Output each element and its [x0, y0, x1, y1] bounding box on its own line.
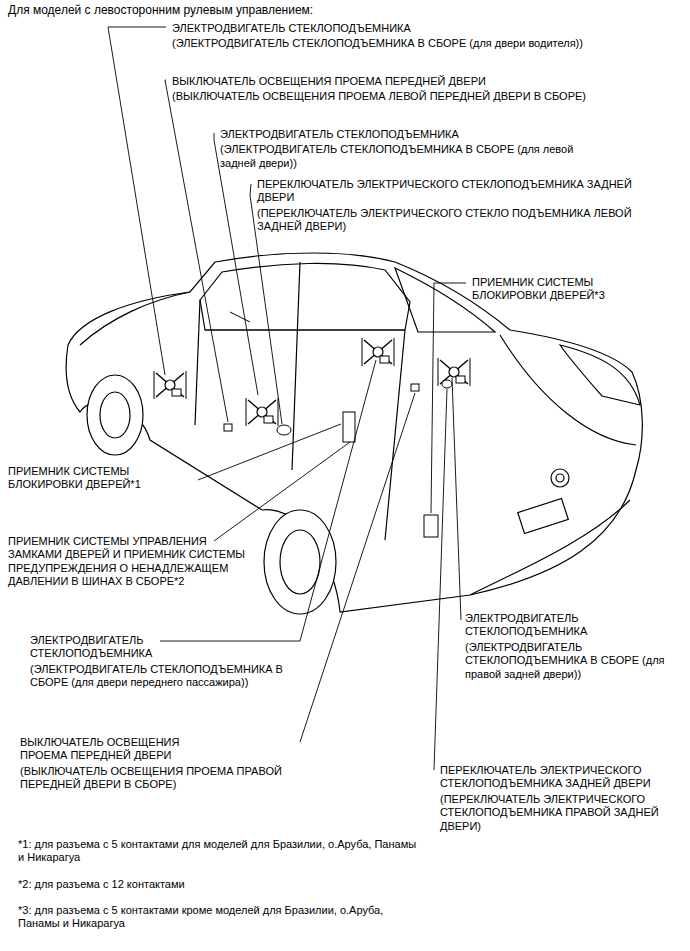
drawing-part: [205, 329, 405, 330]
drawing-part: [424, 515, 438, 537]
part-detail: (ПЕРЕКЛЮЧАТЕЛЬ ЭЛЕКТРИЧЕСКОГО СТЕКЛО ПОД…: [257, 207, 642, 234]
drawing-part: [214, 133, 258, 395]
drawing-part: [198, 424, 341, 480]
drawing-part: [200, 263, 410, 330]
drawing-part: [264, 510, 336, 614]
drawing-part: [411, 384, 419, 391]
switches-receivers: [224, 380, 452, 537]
part-label: ЭЛЕКТРОДВИГАТЕЛЬ СТЕКЛОПОДЪЕМНИКА: [30, 634, 180, 661]
part-detail: (ЭЛЕКТРОДВИГАТЕЛЬ СТЕКЛОПОДЪЕМНИКА В СБО…: [172, 37, 677, 50]
window-regulators: [154, 338, 470, 426]
drawing-part: [362, 338, 394, 366]
drawing-part: [224, 424, 232, 431]
drawing-part: [292, 262, 300, 470]
part-detail: (ЭЛЕКТРОДВИГАТЕЛЬ СТЕКЛОПОДЪЕМНИКА В СБО…: [30, 663, 300, 690]
part-label: ЭЛЕКТРОДВИГАТЕЛЬ СТЕКЛОПОДЪЕМНИКА: [465, 612, 615, 639]
drawing-part: [343, 412, 355, 442]
drawing-part: [518, 498, 569, 533]
drawing-part: [80, 292, 190, 345]
part-label: ЭЛЕКТРОДВИГАТЕЛЬ СТЕКЛОПОДЪЕМНИКА: [172, 22, 472, 35]
part-detail: (ЭЛЕКТРОДВИГАТЕЛЬ СТЕКЛОПОДЪЕМНИКА В СБО…: [465, 641, 680, 681]
drawing-part: [214, 442, 350, 541]
drawing-part: [500, 335, 636, 445]
part-detail: (ПЕРЕКЛЮЧАТЕЛЬ ЭЛЕКТРИЧЕСКОГО СТЕКЛОПОДЪ…: [440, 793, 685, 833]
part-label: ПРИЕМНИК СИСТЕМЫ БЛОКИРОВКИ ДВЕРЕЙ*1: [8, 465, 178, 492]
part-label: ПЕРЕКЛЮЧАТЕЛЬ ЭЛЕКТРИЧЕСКОГО СТЕКЛОПОДЪЕ…: [257, 178, 642, 205]
part-label: ЭЛЕКТРОДВИГАТЕЛЬ СТЕКЛОПОДЪЕМНИКА: [220, 128, 600, 141]
part-label: ПРИЕМНИК СИСТЕМЫ УПРАВЛЕНИЯ ЗАМКАМИ ДВЕР…: [8, 535, 258, 589]
drawing-part: [280, 530, 320, 594]
part-label: ВЫКЛЮЧАТЕЛЬ ОСВЕЩЕНИЯ ПРОЕМА ПЕРЕДНЕЙ ДВ…: [20, 736, 220, 763]
drawing-part: [442, 380, 452, 388]
drawing-part: [277, 425, 291, 435]
drawing-part: [87, 375, 143, 455]
drawing-part: [300, 393, 415, 742]
drawing-part: [434, 389, 447, 770]
drawing-part: [160, 360, 376, 641]
footnote: *2: для разъема с 12 контактами: [18, 878, 423, 891]
part-detail: (ВЫКЛЮЧАТЕЛЬ ОСВЕЩЕНИЯ ПРОЕМА ПРАВОЙ ПЕР…: [20, 765, 290, 792]
drawing-part: [246, 398, 278, 426]
drawing-part: [250, 184, 282, 424]
drawing-part: [100, 392, 130, 438]
drawing-part: [556, 474, 564, 482]
drawing-part: [431, 283, 466, 513]
drawing-part: [108, 27, 166, 375]
part-detail: (ВЫКЛЮЧАТЕЛЬ ОСВЕЩЕНИЯ ПРОЕМА ЛЕВОЙ ПЕРЕ…: [172, 90, 592, 103]
part-detail: (ЭЛЕКТРОДВИГАТЕЛЬ СТЕКЛОПОДЪЕМНИКА В СБО…: [220, 143, 590, 170]
diagram-title: Для моделей с левосторонним рулевым упра…: [8, 3, 313, 17]
drawing-part: [195, 300, 200, 425]
part-label: ПРИЕМНИК СИСТЕМЫ БЛОКИРОВКИ ДВЕРЕЙ*3: [472, 276, 642, 303]
part-label: ВЫКЛЮЧАТЕЛЬ ОСВЕЩЕНИЯ ПРОЕМА ПЕРЕДНЕЙ ДВ…: [172, 75, 512, 88]
drawing-part: [452, 378, 461, 620]
part-label: ПЕРЕКЛЮЧАТЕЛЬ ЭЛЕКТРИЧЕСКОГО СТЕКЛОПОДЪЕ…: [440, 764, 685, 791]
drawing-part: [551, 469, 569, 487]
footnote: *3: для разъема с 5 контактами кроме мод…: [18, 904, 423, 931]
drawing-part: [165, 80, 228, 422]
drawing-part: [154, 371, 186, 399]
drawing-part: [470, 500, 630, 595]
drawing-part: [230, 312, 250, 322]
drawing-part: [560, 345, 640, 405]
footnote: *1: для разъема с 5 контактами для модел…: [18, 838, 423, 865]
